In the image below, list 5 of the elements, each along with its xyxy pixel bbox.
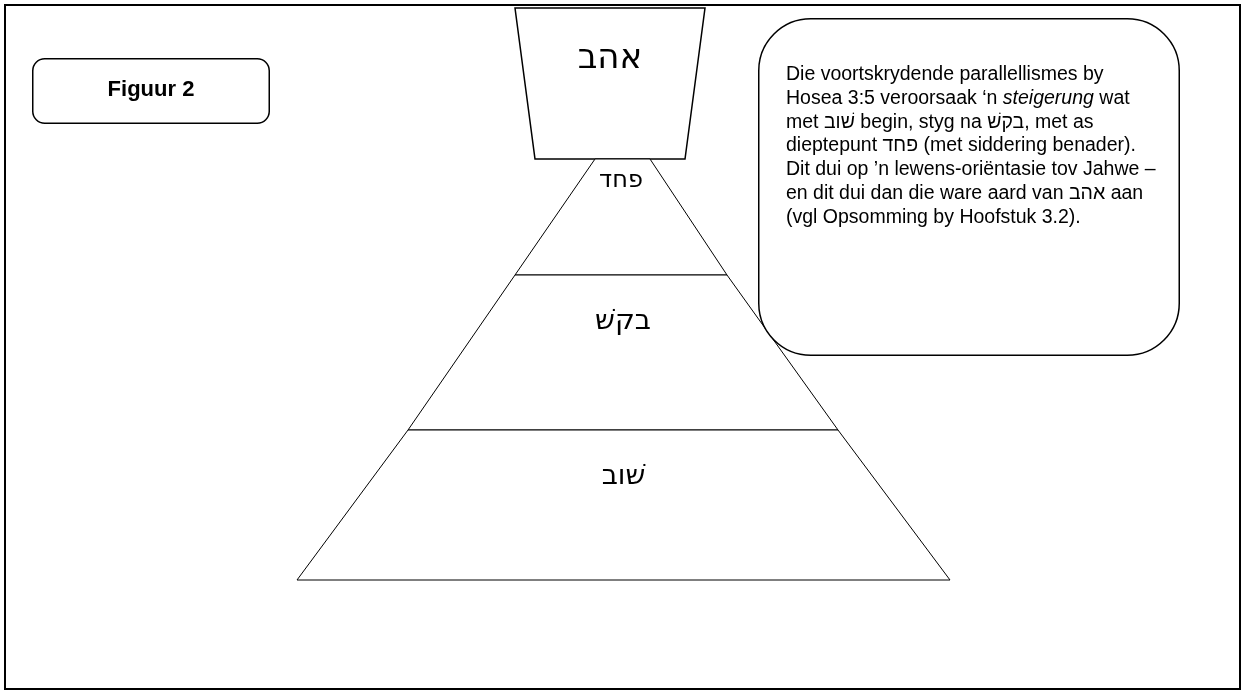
hebrew-word: שׁוב (601, 458, 646, 491)
figure-label: Figuur 2 (107, 76, 195, 101)
hebrew-word: פחד (599, 165, 643, 193)
hebrew-word: בקשׁ (595, 303, 651, 336)
hebrew-word: אהב (577, 36, 643, 76)
